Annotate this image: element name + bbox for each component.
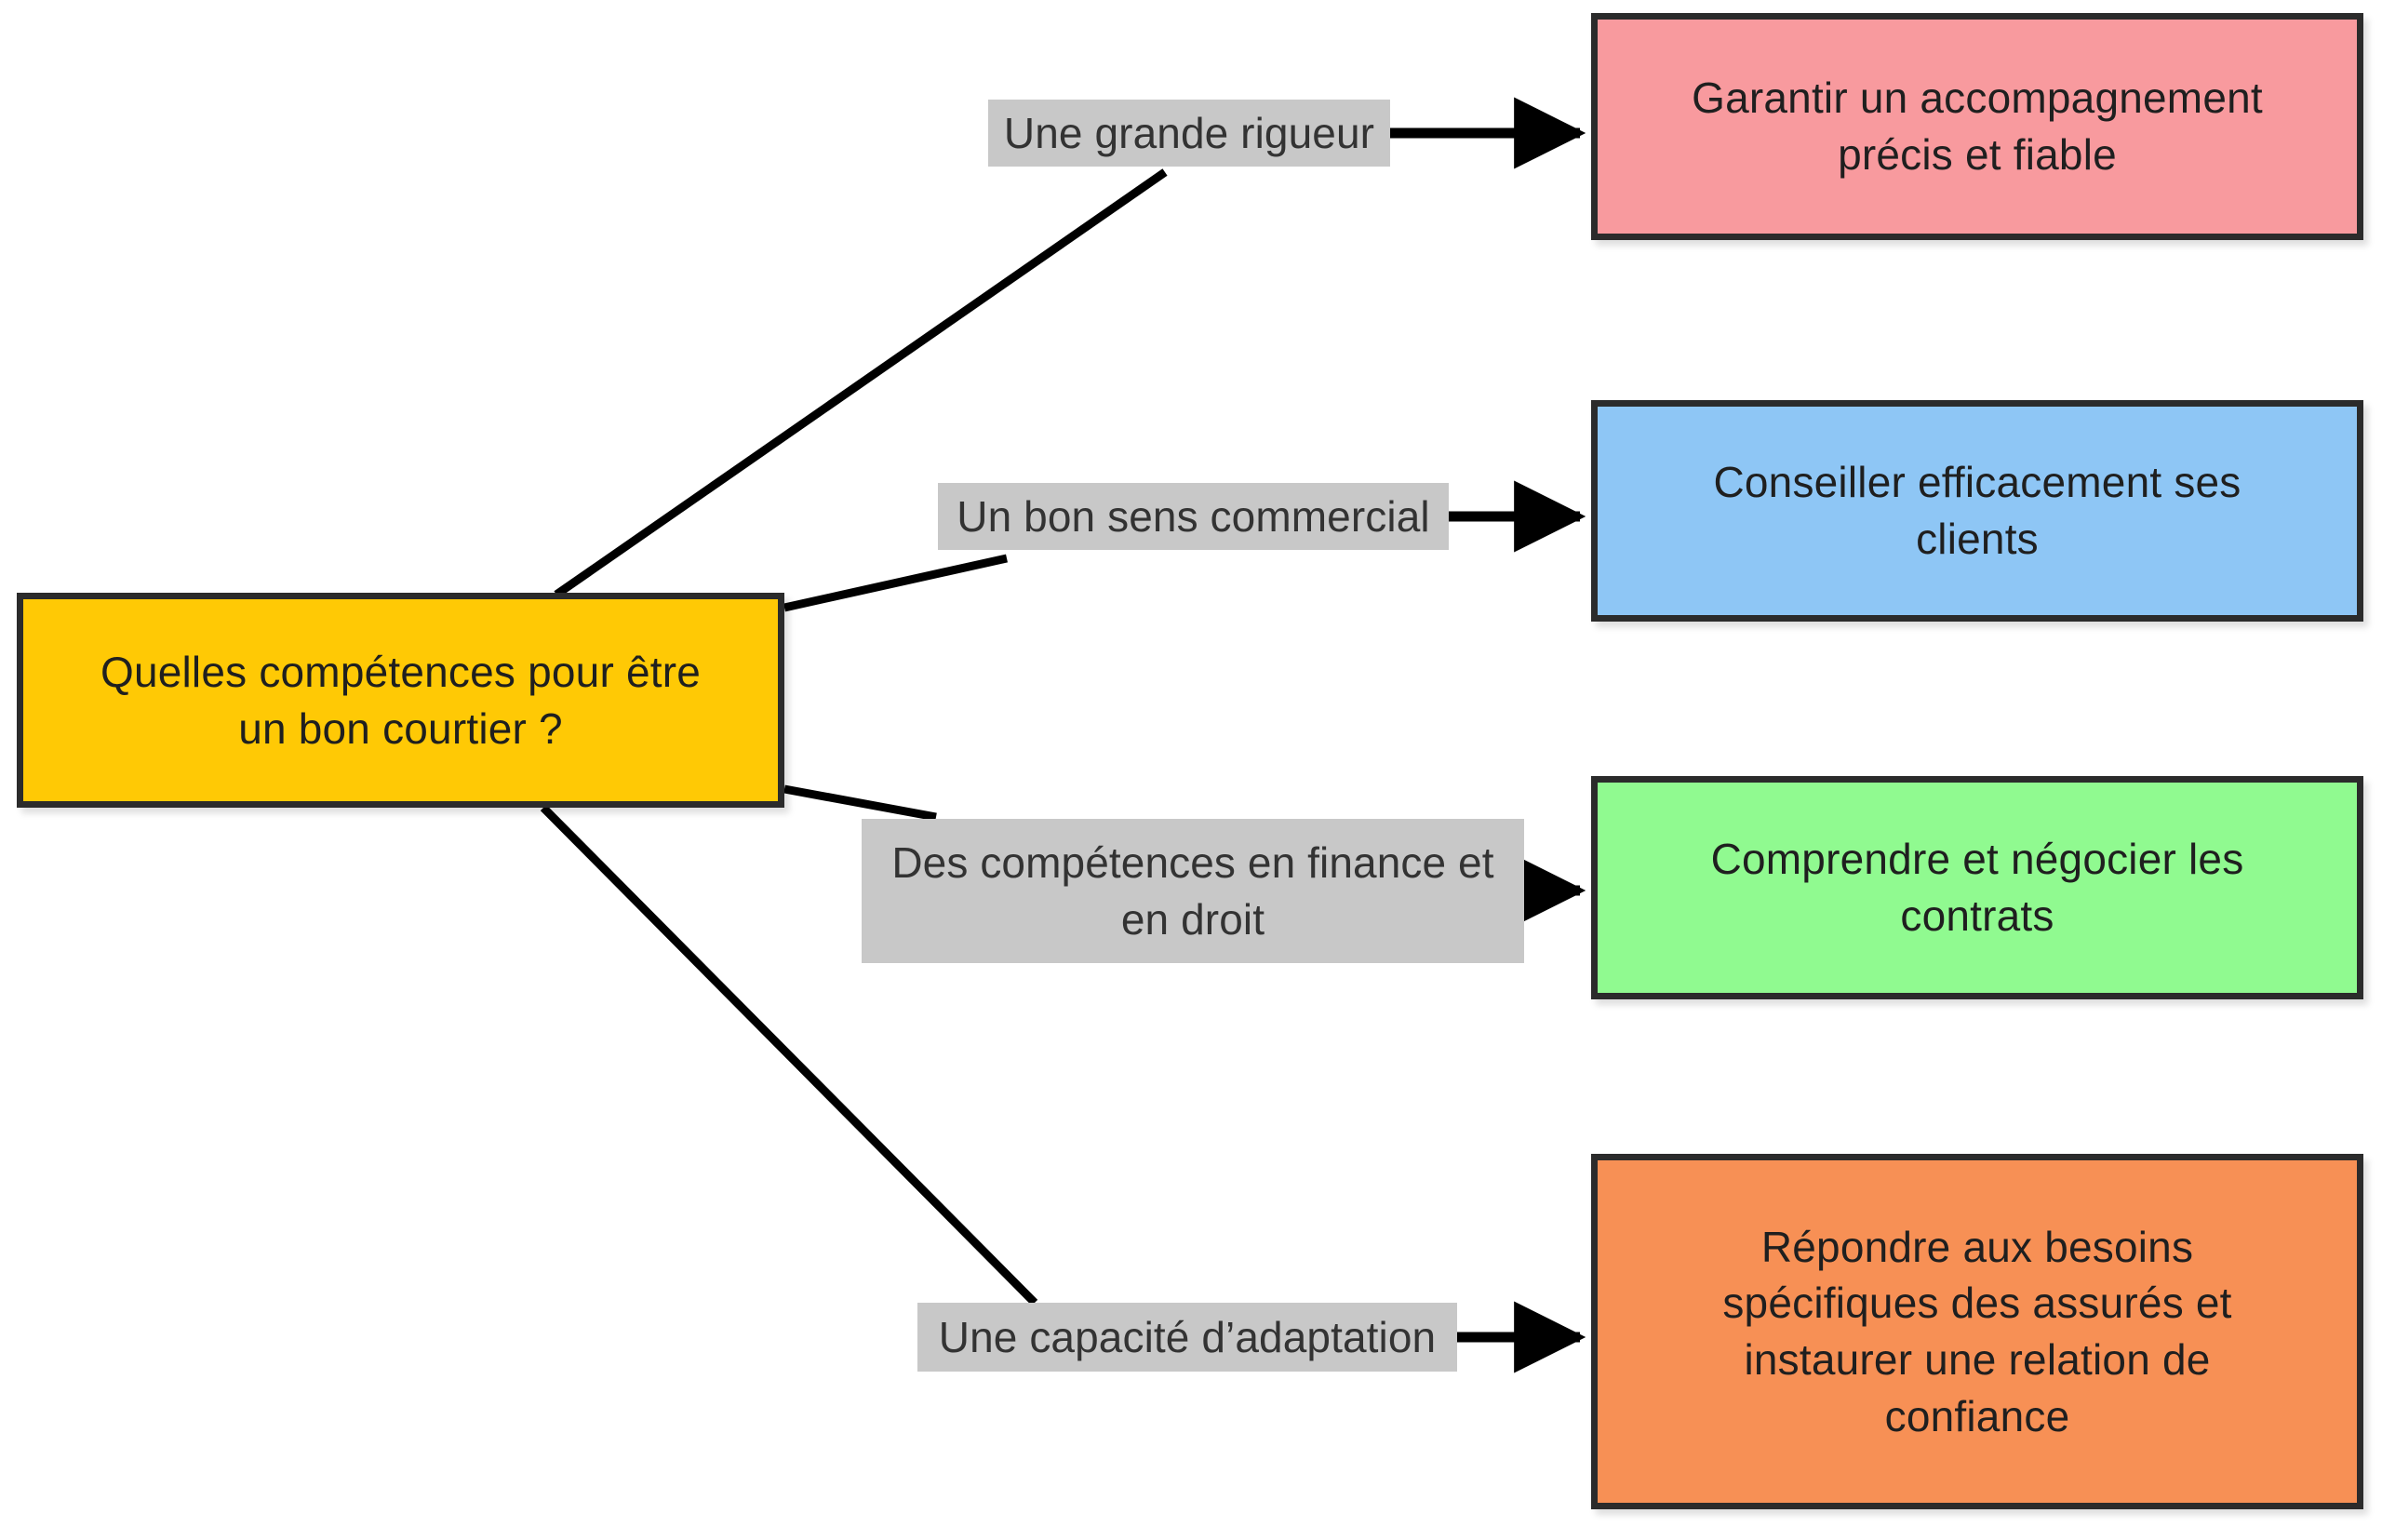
outcome-node-2[interactable]: Conseiller efficacement ses clients [1591, 400, 2363, 622]
branch-label-4[interactable]: Une capacité d’adaptation [917, 1303, 1457, 1372]
branch-label-3-text: Des compétences en finance et en droit [891, 837, 1494, 944]
branch-label-1-text: Une grande rigueur [1003, 108, 1375, 157]
branch-label-2-text: Un bon sens commercial [957, 491, 1430, 541]
outcome-node-3[interactable]: Comprendre et négocier les contrats [1591, 776, 2363, 999]
connector-line-3 [783, 784, 937, 822]
outcome-node-1-label: Garantir un accompagnement précis et fia… [1692, 74, 2263, 179]
outcome-node-4[interactable]: Répondre aux besoins spécifiques des ass… [1591, 1154, 2363, 1509]
outcome-node-2-label: Conseiller efficacement ses clients [1713, 458, 2241, 563]
branch-label-3[interactable]: Des compétences en finance et en droit [862, 819, 1524, 963]
central-node[interactable]: Quelles compétences pour être un bon cou… [17, 593, 784, 808]
branch-label-2[interactable]: Un bon sens commercial [938, 483, 1449, 550]
outcome-node-1[interactable]: Garantir un accompagnement précis et fia… [1591, 13, 2363, 240]
branch-label-4-text: Une capacité d’adaptation [938, 1312, 1437, 1361]
connector-line-2 [783, 554, 1008, 612]
branch-label-1[interactable]: Une grande rigueur [988, 100, 1390, 167]
central-node-label: Quelles compétences pour être un bon cou… [100, 647, 702, 753]
outcome-node-4-label: Répondre aux besoins spécifiques des ass… [1722, 1222, 2232, 1440]
outcome-node-3-label: Comprendre et négocier les contrats [1710, 835, 2244, 940]
